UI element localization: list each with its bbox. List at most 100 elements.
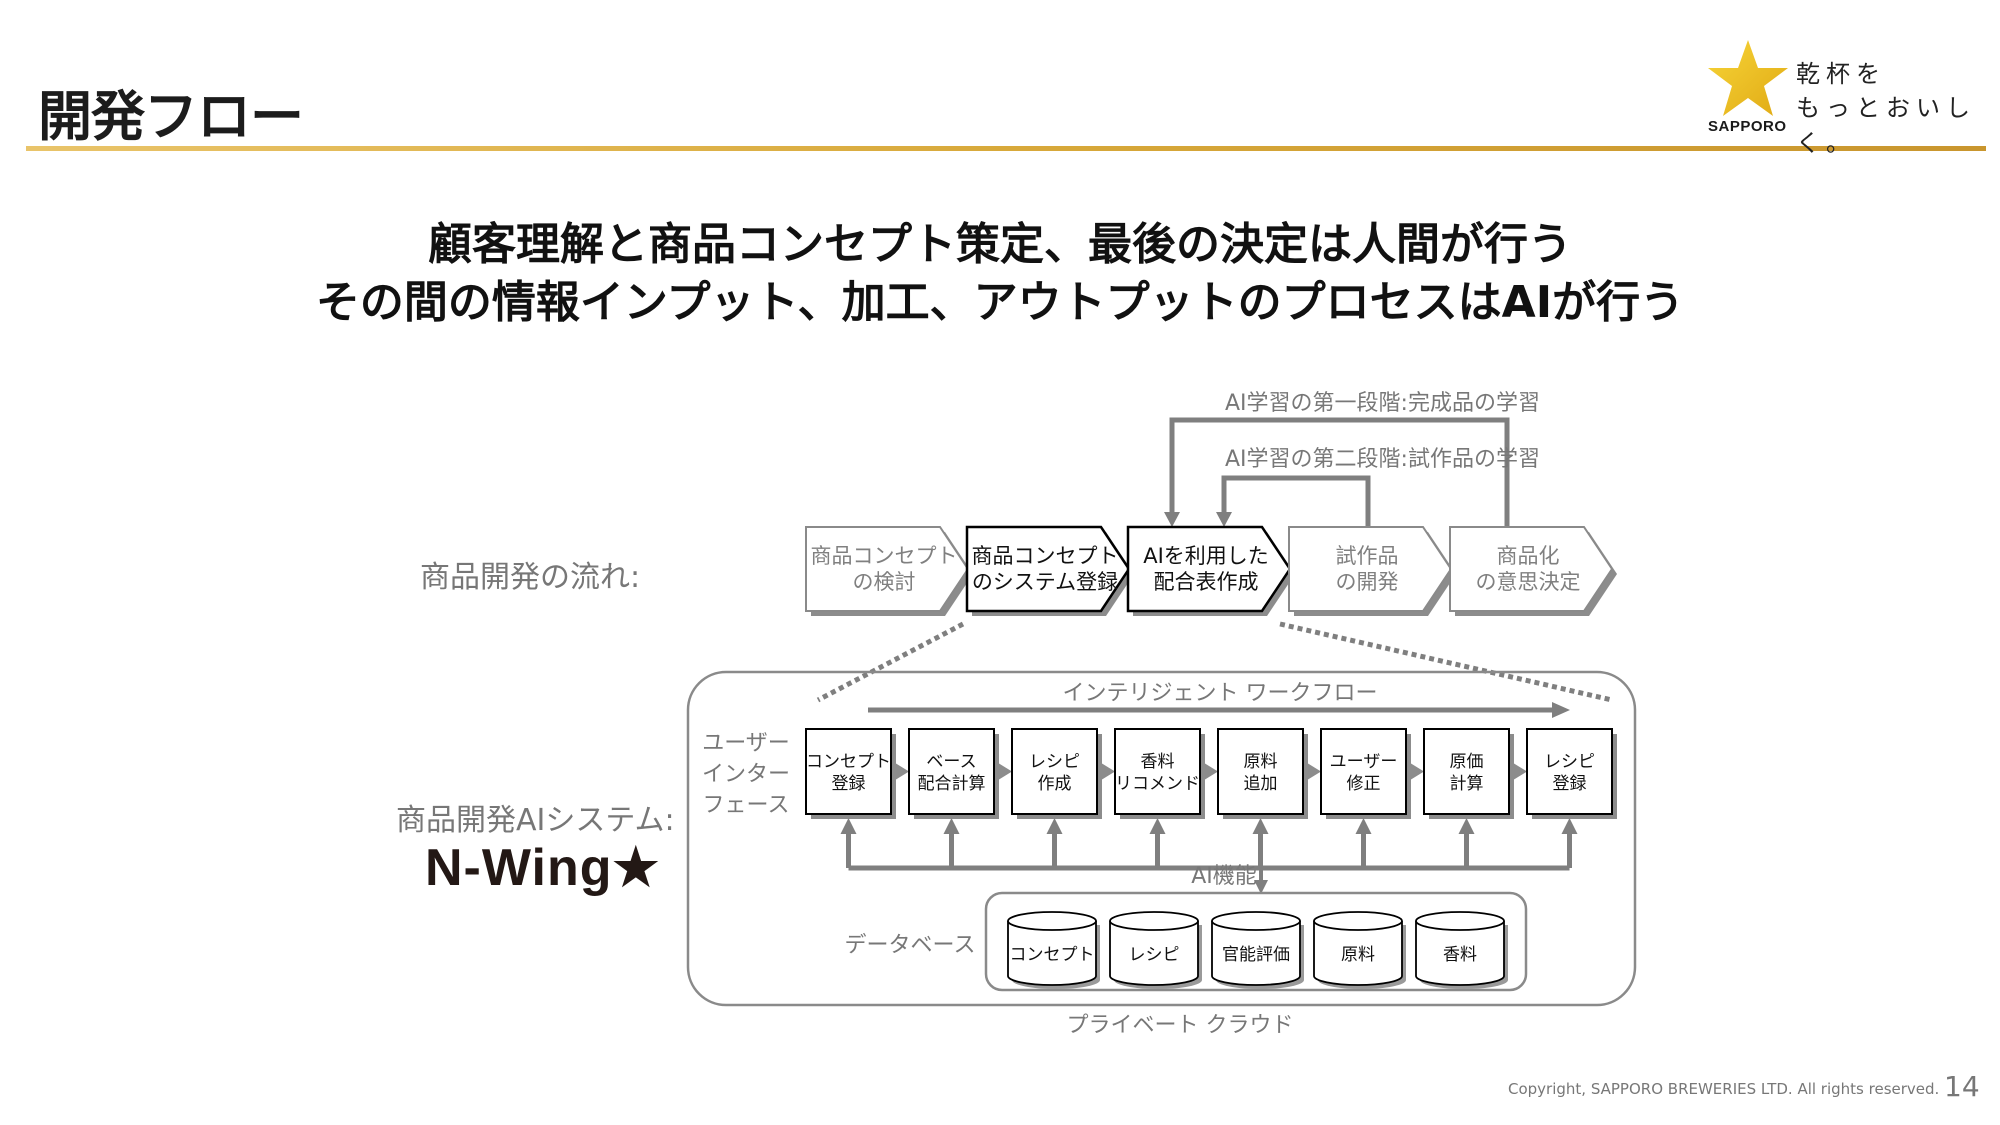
db-link-arrowhead <box>1254 880 1268 894</box>
zoom-line-left <box>816 621 965 703</box>
database-container <box>984 891 1528 992</box>
database-name: レシピ <box>1129 945 1180 965</box>
workflow-step-box <box>1114 728 1201 815</box>
workflow-step-line1: ユーザー <box>1330 752 1398 772</box>
workflow-step-line2: 修正 <box>1347 774 1381 794</box>
feedback-loop-2-label: AI学習の第二段階:試作品の学習 <box>1225 447 1540 472</box>
headline-line-2: その間の情報インプット、加工、アウトプットのプロセスはAIが行う <box>315 277 1685 328</box>
workflow-next-arrow <box>1205 763 1218 780</box>
database-name: 香料 <box>1443 945 1477 965</box>
flow-step-shape <box>1126 525 1292 613</box>
workflow-step-line2: 登録 <box>832 774 866 794</box>
system-label: 商品開発AIシステム: <box>396 803 675 838</box>
ai-link-arrowhead <box>1458 818 1475 834</box>
workflow-arrow-head <box>1552 702 1570 718</box>
database-top <box>1415 911 1505 931</box>
flow-step-shape <box>1288 526 1453 612</box>
database-body <box>1415 921 1505 986</box>
flow-steps: 商品コンセプトの検討商品コンセプトのシステム登録AIを利用した配合表作成試作品の… <box>805 525 1617 616</box>
private-cloud-container <box>686 670 1637 1007</box>
flow-step-shape <box>1449 526 1614 612</box>
logo-tagline-1: 乾杯を <box>1796 60 1886 88</box>
workflow-step-box <box>1217 728 1304 815</box>
flow-label: 商品開発の流れ: <box>420 560 641 595</box>
workflow-step-line1: 原料 <box>1244 752 1278 772</box>
database-top <box>1211 911 1301 931</box>
page-number: 14 <box>1944 1070 1980 1103</box>
zoom-line-right <box>1279 621 1613 703</box>
ui-label-2: インター <box>702 762 790 787</box>
database-cylinder: 官能評価 <box>1211 911 1304 989</box>
database-top <box>1109 911 1199 931</box>
sapporo-logo: SAPPORO 乾杯を もっとおいしく。 <box>1700 38 1990 157</box>
logo-tagline-2: もっとおいしく。 <box>1796 94 1976 157</box>
feedback-loop-1-label: AI学習の第一段階:完成品の学習 <box>1225 391 1540 416</box>
flow-step-line2: 配合表作成 <box>1154 570 1259 594</box>
feedback-loop-1 <box>1164 417 1510 527</box>
workflow-label: インテリジェント ワークフロー <box>1063 681 1378 706</box>
ui-label-1: ユーザー <box>702 731 790 756</box>
workflow-step-box <box>1011 728 1098 815</box>
database-cylinder: コンセプト <box>1007 911 1100 989</box>
database-cylinder: 原料 <box>1313 911 1406 989</box>
flow-step-line1: 試作品 <box>1336 544 1399 568</box>
database-name: 原料 <box>1341 945 1375 965</box>
database-top <box>1007 911 1097 931</box>
flow-step-line1: 商品コンセプト <box>972 544 1119 568</box>
workflow-step-box <box>1526 728 1613 815</box>
workflow-step-line2: 配合計算 <box>918 774 986 794</box>
workflow-step-line1: ベース <box>926 752 976 772</box>
database-cylinder: レシピ <box>1109 911 1202 989</box>
flow-step-line1: 商品コンセプト <box>811 544 958 568</box>
ui-label-3: フェース <box>703 793 790 818</box>
workflow-steps: コンセプト登録ベース配合計算レシピ作成香料リコメンド原料追加ユーザー修正原価計算… <box>805 728 1617 819</box>
workflow-step-line2: 登録 <box>1553 774 1587 794</box>
title-divider <box>26 146 1986 151</box>
flow-step-line2: の意思決定 <box>1476 570 1581 594</box>
flow-step-shape <box>805 526 970 612</box>
flow-step-shape <box>965 525 1131 613</box>
workflow-next-arrow <box>1308 763 1321 780</box>
database-body <box>1313 921 1403 986</box>
workflow-step-line2: 追加 <box>1244 774 1278 794</box>
workflow-step-line1: レシピ <box>1029 752 1080 772</box>
workflow-step-line1: 原価 <box>1450 752 1484 772</box>
database-body <box>1109 921 1199 986</box>
ai-link-arrowhead <box>1149 818 1166 834</box>
workflow-step-box <box>1320 728 1407 815</box>
copyright: Copyright, SAPPORO BREWERIES LTD. All ri… <box>1508 1080 1940 1098</box>
ai-link-arrowhead <box>1252 818 1269 834</box>
workflow-step-line1: 香料 <box>1141 752 1175 772</box>
flow-step-line1: 商品化 <box>1497 544 1560 568</box>
database-name: 官能評価 <box>1222 945 1290 965</box>
workflow-next-arrow <box>1102 763 1115 780</box>
workflow-step-box <box>1423 728 1510 815</box>
page-title: 開発フロー <box>38 85 304 148</box>
databases: コンセプト レシピ 官能評価 原料 香料 <box>1007 911 1508 989</box>
ai-link-arrowhead <box>840 818 857 834</box>
workflow-next-arrow <box>1514 763 1527 780</box>
headline-line-1: 顧客理解と商品コンセプト策定、最後の決定は人間が行う <box>428 219 1572 270</box>
flow-step-line2: の検討 <box>853 570 916 594</box>
workflow-step-line1: コンセプト <box>806 752 891 772</box>
database-top <box>1313 911 1403 931</box>
star-icon <box>1708 40 1788 116</box>
n-wing-logo: N-Wing★ <box>425 839 661 897</box>
database-cylinder: 香料 <box>1415 911 1508 989</box>
ai-link-arrowhead <box>1561 818 1578 834</box>
flow-step-line2: のシステム登録 <box>972 570 1118 594</box>
database-body <box>1007 921 1097 986</box>
logo-brand: SAPPORO <box>1708 118 1787 135</box>
flow-step-line2: の開発 <box>1336 570 1399 594</box>
